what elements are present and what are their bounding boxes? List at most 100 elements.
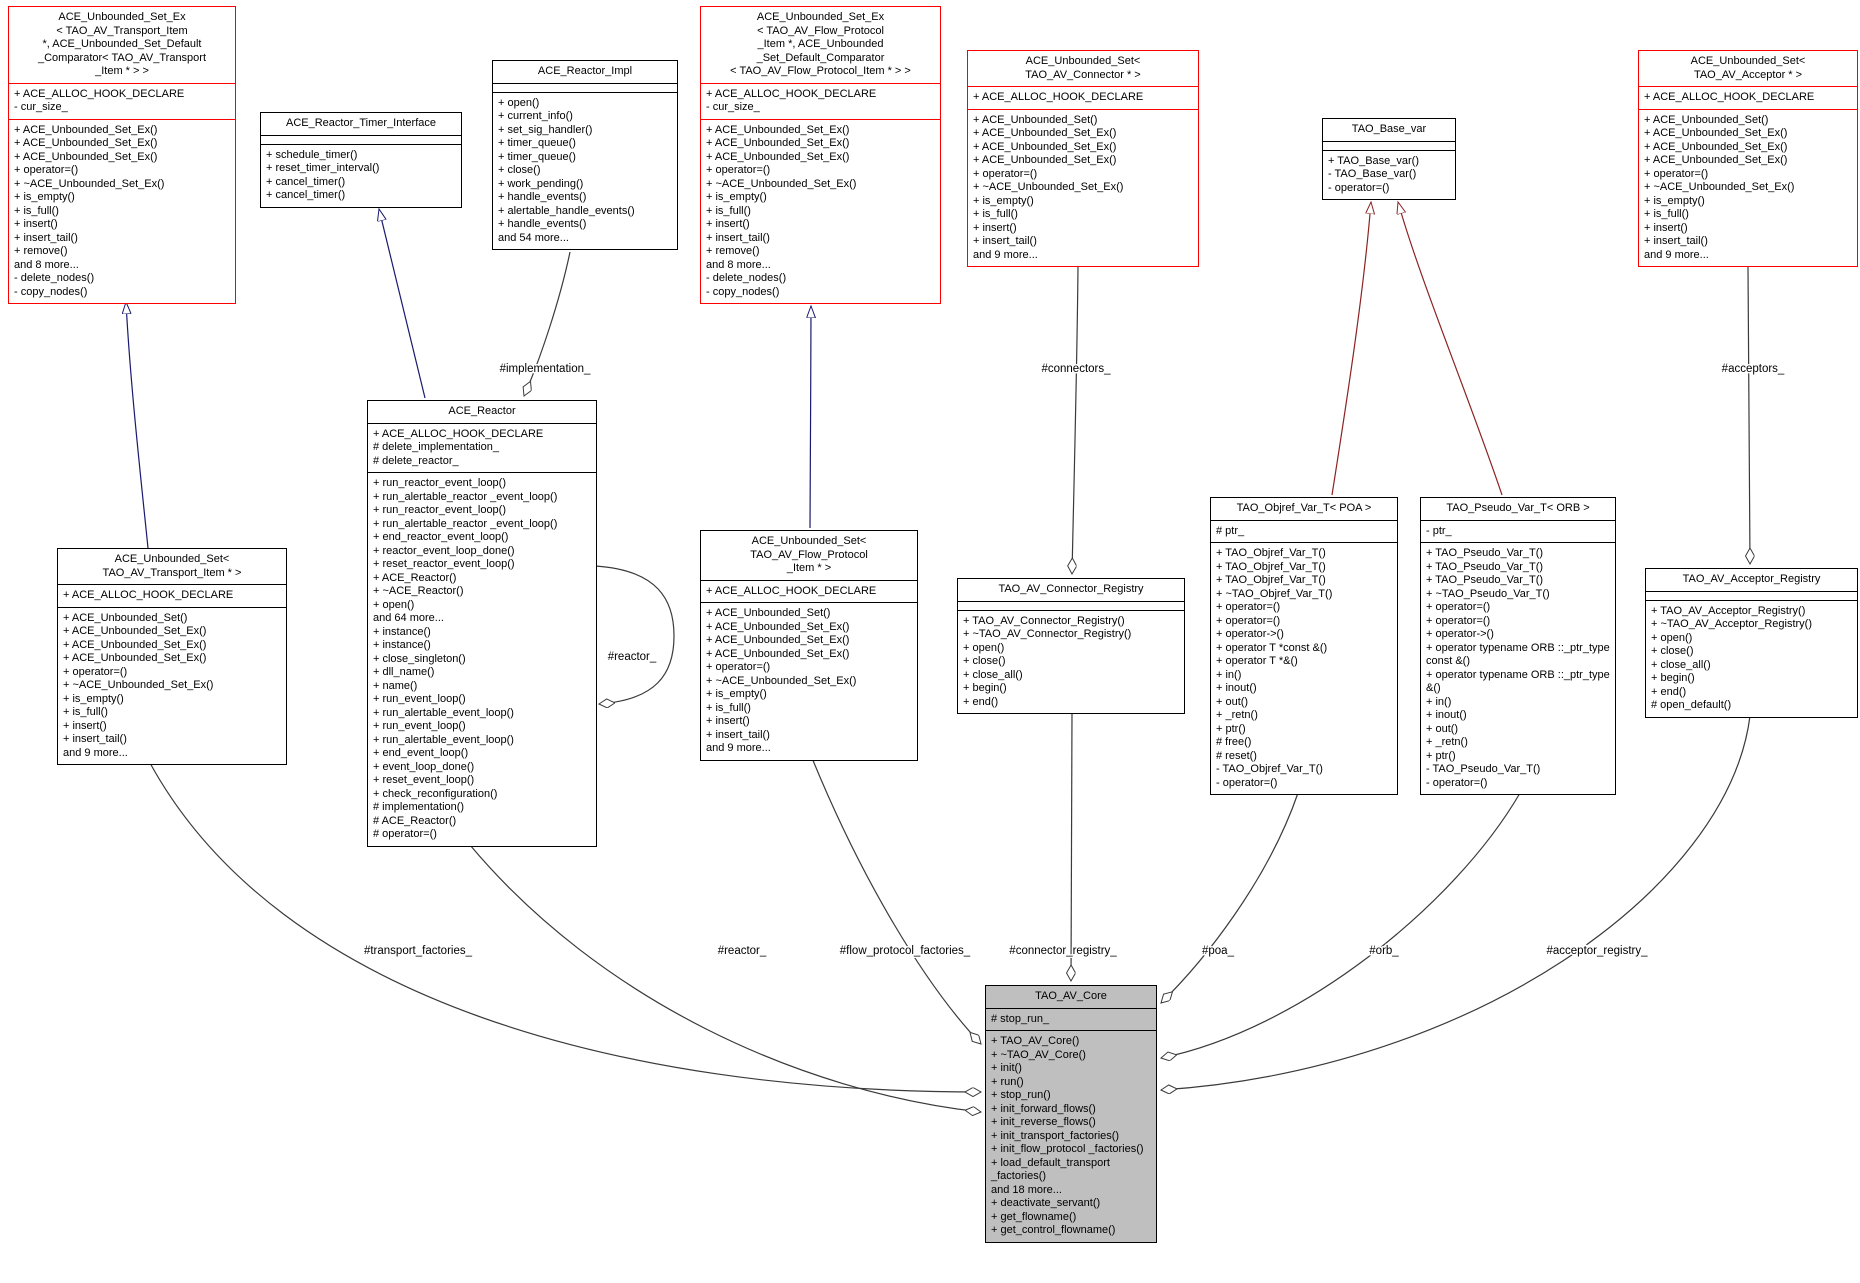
edge-aggregation-ace-unbounded-set-connector-to-tao-av-connector-registry (1072, 266, 1079, 574)
class-methods-section: + TAO_AV_Acceptor_Registry()+ ~TAO_AV_Ac… (1646, 599, 1857, 717)
class-methods-section: + TAO_Objref_Var_T()+ TAO_Objref_Var_T()… (1211, 542, 1397, 794)
class-box-tao-base-var[interactable]: TAO_Base_var+ TAO_Base_var()- TAO_Base_v… (1322, 118, 1456, 200)
class-method: and 64 more... (373, 612, 444, 624)
class-methods-section: + run_reactor_event_loop()+ run_alertabl… (368, 472, 596, 846)
class-box-ace-unbounded-set-acceptor[interactable]: ACE_Unbounded_Set<TAO_AV_Acceptor * >+ A… (1638, 50, 1858, 267)
class-box-tao-pseudo-var-t-orb[interactable]: TAO_Pseudo_Var_T< ORB >- ptr_+ TAO_Pseud… (1420, 497, 1616, 795)
class-method: + stop_run() (991, 1089, 1051, 1101)
class-method: + load_default_transport _factories() (991, 1156, 1110, 1183)
class-box-ace-unbounded-set-ex-transport[interactable]: ACE_Unbounded_Set_Ex< TAO_AV_Transport_I… (8, 6, 236, 304)
class-method: + ACE_Unbounded_Set_Ex() (63, 625, 207, 637)
class-method: + operator->() (1426, 628, 1494, 640)
class-attribute: + ACE_ALLOC_HOOK_DECLARE (373, 427, 544, 440)
class-box-tao-av-acceptor-registry[interactable]: TAO_AV_Acceptor_Registry+ TAO_AV_Accepto… (1645, 568, 1858, 718)
class-method: + TAO_Objref_Var_T() (1216, 574, 1326, 586)
class-title-line: _Item * > (786, 562, 832, 574)
class-title-line: ACE_Unbounded_Set< (751, 535, 867, 547)
class-method: + in() (1426, 695, 1452, 708)
class-attributes-section: + ACE_ALLOC_HOOK_DECLARE (58, 584, 286, 607)
class-methods-section: + ACE_Unbounded_Set()+ ACE_Unbounded_Set… (1639, 108, 1857, 267)
class-box-tao-objref-var-t-poa[interactable]: TAO_Objref_Var_T< POA ># ptr_+ TAO_Objre… (1210, 497, 1398, 795)
class-title-line: < TAO_AV_Flow_Protocol_Item * > > (730, 65, 911, 77)
class-box-tao-av-core[interactable]: TAO_AV_Core# stop_run_+ TAO_AV_Core()+ ~… (985, 985, 1157, 1243)
class-box-ace-unbounded-set-flow[interactable]: ACE_Unbounded_Set<TAO_AV_Flow_Protocol_I… (700, 530, 918, 761)
class-attributes-section: # stop_run_ (986, 1007, 1156, 1031)
class-box-ace-reactor-timer-interface[interactable]: ACE_Reactor_Timer_Interface+ schedule_ti… (260, 112, 462, 208)
class-method: + ACE_Unbounded_Set_Ex() (706, 634, 850, 646)
class-method: + instance() (373, 625, 431, 638)
class-method: + cancel_timer() (266, 175, 346, 188)
class-method: + is_empty() (63, 692, 124, 705)
class-method: + run_event_loop() (373, 693, 466, 705)
edge-label-reactor: #reactor_ (608, 651, 657, 663)
class-box-ace-unbounded-set-transport[interactable]: ACE_Unbounded_Set<TAO_AV_Transport_Item … (57, 548, 287, 765)
class-method: + ACE_Unbounded_Set_Ex() (706, 150, 850, 163)
class-attributes-section: + ACE_ALLOC_HOOK_DECLARE- cur_size_ (701, 82, 940, 119)
class-title-line: TAO_Base_var (1351, 123, 1427, 135)
edge-aggregation-tao-pseudo-var-t-orb-to-tao-av-core (1161, 792, 1521, 1058)
class-method: + is_full() (973, 208, 1018, 220)
class-methods-section: + ACE_Unbounded_Set_Ex()+ ACE_Unbounded_… (701, 118, 940, 304)
class-title-line: < TAO_AV_Flow_Protocol (757, 24, 884, 37)
class-method: + close_singleton() (373, 652, 466, 665)
class-attribute: + ACE_ALLOC_HOOK_DECLARE (63, 589, 234, 601)
class-method: and 9 more... (1644, 248, 1709, 261)
class-method: + operator=() (973, 167, 1038, 180)
class-method: + get_flowname() (991, 1210, 1077, 1223)
class-method: + work_pending() (498, 177, 584, 190)
class-title-line: < TAO_AV_Transport_Item (56, 24, 188, 37)
class-method: + insert() (14, 218, 58, 230)
class-method: + ~ACE_Unbounded_Set_Ex() (706, 177, 857, 190)
class-methods-section: + open()+ current_info()+ set_sig_handle… (493, 91, 677, 250)
class-method: + timer_queue() (498, 137, 576, 149)
edge-label-transportfactories: #transport_factories_ (364, 945, 473, 957)
class-method: + init_transport_factories() (991, 1129, 1120, 1142)
class-box-tao-av-connector-registry[interactable]: TAO_AV_Connector_Registry+ TAO_AV_Connec… (957, 578, 1185, 714)
edge-label-acceptorregistry: #acceptor_registry_ (1547, 945, 1649, 957)
class-method: + in() (1216, 668, 1242, 681)
class-title-line: ACE_Reactor_Timer_Interface (286, 117, 436, 129)
class-method: + ACE_Unbounded_Set_Ex() (1644, 127, 1788, 139)
class-method: + reset_reactor_event_loop() (373, 558, 515, 570)
edge-label-poa: #poa_ (1202, 945, 1235, 957)
class-title-line: _Item *, ACE_Unbounded (757, 38, 884, 50)
class-method: + reset_timer_interval() (266, 162, 380, 174)
class-method: + dll_name() (373, 666, 435, 678)
class-method: + close() (498, 164, 541, 176)
class-method: # open_default() (1651, 699, 1732, 711)
class-method: + open() (373, 598, 415, 611)
class-method: + operator T *&() (1216, 655, 1298, 667)
class-method: + ptr() (1216, 722, 1246, 735)
class-box-ace-unbounded-set-ex-flow[interactable]: ACE_Unbounded_Set_Ex< TAO_AV_Flow_Protoc… (700, 6, 941, 304)
class-method: + end() (1651, 685, 1687, 698)
class-method: + ~TAO_Objref_Var_T() (1216, 587, 1333, 600)
class-method: + ACE_Unbounded_Set_Ex() (706, 647, 850, 660)
class-method: + operator=() (1216, 601, 1281, 613)
class-method: + ~ACE_Unbounded_Set_Ex() (1644, 181, 1795, 193)
edge-inheritance-ace-unbounded-set-flow-to-ace-unbounded-set-ex-flow (810, 306, 811, 529)
class-method: - operator=() (1216, 776, 1278, 789)
class-method: + TAO_AV_Acceptor_Registry() (1651, 604, 1806, 617)
class-box-ace-reactor[interactable]: ACE_Reactor+ ACE_ALLOC_HOOK_DECLARE# del… (367, 400, 597, 847)
class-method: + cancel_timer() (266, 189, 346, 201)
class-method: + deactivate_servant() (991, 1197, 1101, 1209)
class-method: + alertable_handle_events() (498, 204, 635, 217)
class-method: + is_full() (706, 701, 751, 714)
class-method: + ~ACE_Unbounded_Set_Ex() (973, 181, 1124, 193)
class-box-ace-reactor-impl[interactable]: ACE_Reactor_Impl+ open()+ current_info()… (492, 60, 678, 250)
class-methods-section: + ACE_Unbounded_Set_Ex()+ ACE_Unbounded_… (9, 118, 235, 304)
class-method: + operator=() (706, 661, 771, 673)
class-title-line: TAO_AV_Core (1035, 990, 1107, 1002)
edge-inheritance-tao-objref-var-t-poa-to-tao-base-var (1331, 202, 1371, 496)
class-attribute: # stop_run_ (991, 1012, 1050, 1025)
edge-label-reactor: #reactor_ (718, 945, 767, 957)
class-box-ace-unbounded-set-connector[interactable]: ACE_Unbounded_Set<TAO_AV_Connector * >+ … (967, 50, 1199, 267)
class-method: - TAO_Pseudo_Var_T() (1426, 763, 1541, 775)
class-method: + check_reconfiguration() (373, 787, 498, 800)
class-method: + open() (1651, 631, 1693, 644)
class-method: - operator=() (1328, 181, 1390, 194)
class-method: + ~ACE_Unbounded_Set_Ex() (706, 674, 857, 687)
class-method: + current_info() (498, 110, 573, 122)
